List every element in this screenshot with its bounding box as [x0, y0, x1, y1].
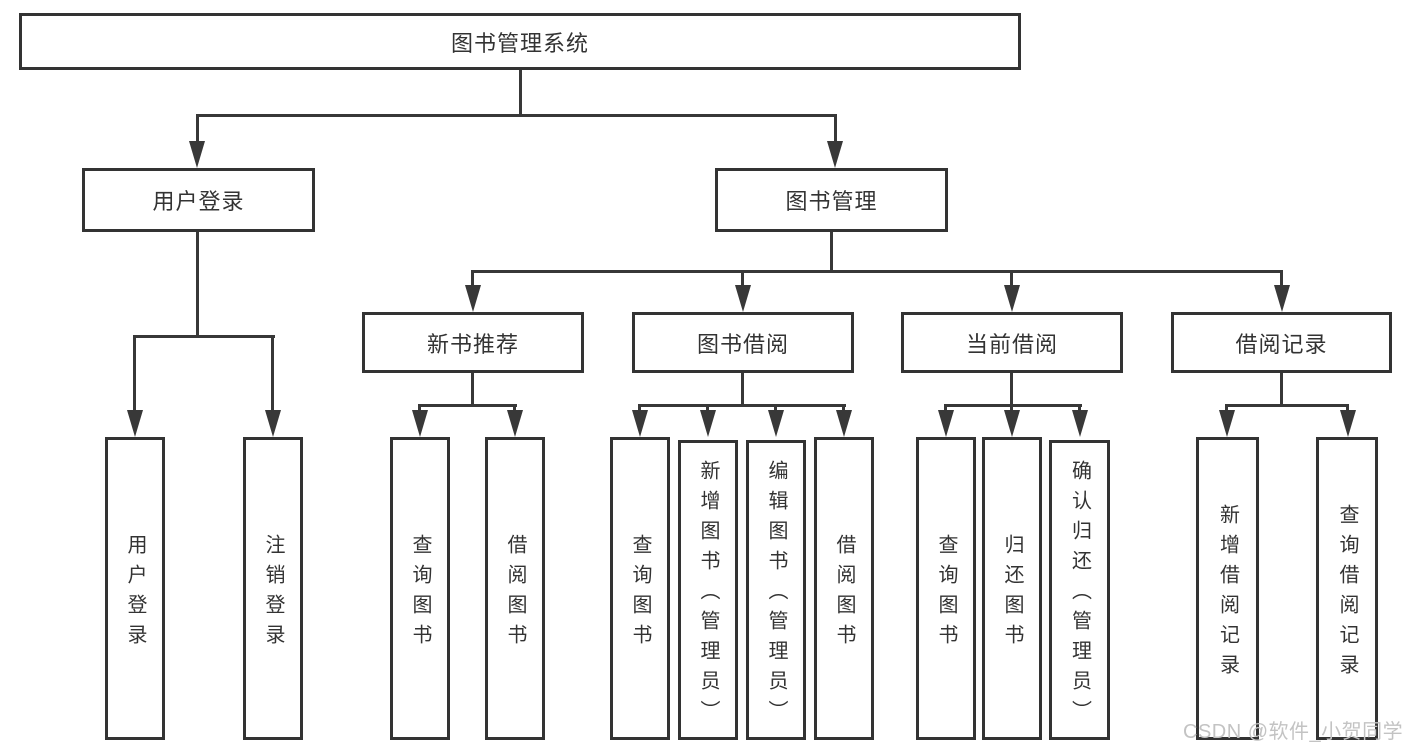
node-new-book-recommend: 新书推荐: [362, 312, 584, 373]
leaf-records-add: 新增借阅记录: [1196, 437, 1259, 740]
connector-drop-bb-edit: [774, 404, 777, 412]
connector-drop-book-management: [834, 114, 837, 142]
arrowhead-bb-borrow: [836, 410, 852, 437]
leaf-borrow-query: 查询图书: [610, 437, 670, 740]
connector-newbook-branch: [418, 404, 517, 407]
leaf-borrow-borrow: 借阅图书: [814, 437, 874, 740]
connector-drop-new-book: [471, 270, 474, 286]
connector-newbook-stem: [471, 373, 474, 406]
connector-drop-book-borrow: [741, 270, 744, 286]
leaf-current-return: 归还图书: [982, 437, 1042, 740]
csdn-watermark: CSDN @软件_小贺同学: [1183, 721, 1404, 743]
arrowhead-cur-query: [938, 410, 954, 437]
connector-drop-cur-return: [1010, 404, 1013, 412]
leaf-newbook-query: 查询图书: [390, 437, 450, 740]
arrowhead-bb-query: [632, 410, 648, 437]
connector-drop-newbook-query: [418, 404, 421, 412]
leaf-newbook-borrow: 借阅图书: [485, 437, 545, 740]
arrowhead-leaf-login: [127, 410, 143, 437]
leaf-user-login: 用户登录: [105, 437, 165, 740]
connector-drop-current-borrow: [1010, 270, 1013, 286]
connector-drop-user-login: [196, 114, 199, 142]
arrowhead-book-borrow: [735, 285, 751, 312]
node-library-system: 图书管理系统: [19, 13, 1021, 70]
connector-root-stem: [519, 70, 522, 116]
connector-drop-cur-query: [944, 404, 947, 412]
connector-drop-rec-query: [1346, 404, 1349, 412]
node-user-login: 用户登录: [82, 168, 315, 232]
leaf-records-query: 查询借阅记录: [1316, 437, 1378, 740]
leaf-current-confirm-admin: 确认归还（管理员）: [1049, 440, 1110, 740]
connector-bookborrow-branch: [638, 404, 846, 407]
connector-drop-bb-add: [706, 404, 709, 412]
arrowhead-cur-confirm: [1072, 410, 1088, 437]
arrowhead-rec-add: [1219, 410, 1235, 437]
arrowhead-bb-add: [700, 410, 716, 437]
arrowhead-current-borrow: [1004, 285, 1020, 312]
connector-current-stem: [1010, 373, 1013, 406]
connector-user-login-branch: [133, 335, 275, 338]
node-current-borrow: 当前借阅: [901, 312, 1123, 373]
arrowhead-user-login: [189, 141, 205, 168]
node-book-management: 图书管理: [715, 168, 948, 232]
connector-drop-borrow-records: [1280, 270, 1283, 286]
arrowhead-book-management: [827, 141, 843, 168]
leaf-current-query: 查询图书: [916, 437, 976, 740]
arrowhead-leaf-logout: [265, 410, 281, 437]
leaf-borrow-edit-admin: 编辑图书（管理员）: [746, 440, 806, 740]
connector-current-branch: [944, 404, 1082, 407]
connector-drop-newbook-borrow: [513, 404, 516, 412]
connector-drop-bb-borrow: [842, 404, 845, 412]
connector-drop-leaf-login: [133, 335, 136, 411]
connector-drop-bb-query: [638, 404, 641, 412]
arrowhead-newbook-query: [412, 410, 428, 437]
arrowhead-rec-query: [1340, 410, 1356, 437]
leaf-borrow-add-admin: 新增图书（管理员）: [678, 440, 738, 740]
arrowhead-cur-return: [1004, 410, 1020, 437]
node-borrow-records: 借阅记录: [1171, 312, 1392, 373]
arrowhead-new-book: [465, 285, 481, 312]
connector-records-stem: [1280, 373, 1283, 406]
connector-drop-rec-add: [1225, 404, 1228, 412]
connector-book-mgmt-stem: [830, 232, 833, 272]
node-book-borrow: 图书借阅: [632, 312, 854, 373]
arrowhead-bb-edit: [768, 410, 784, 437]
leaf-logout: 注销登录: [243, 437, 303, 740]
arrowhead-newbook-borrow: [507, 410, 523, 437]
connector-user-login-stem: [196, 232, 199, 337]
connector-records-branch: [1225, 404, 1349, 407]
connector-book-mgmt-branch: [471, 270, 1283, 273]
connector-bookborrow-stem: [741, 373, 744, 406]
arrowhead-borrow-records: [1274, 285, 1290, 312]
connector-drop-leaf-logout: [271, 335, 274, 411]
connector-root-branch: [196, 114, 837, 117]
connector-drop-cur-confirm: [1078, 404, 1081, 412]
